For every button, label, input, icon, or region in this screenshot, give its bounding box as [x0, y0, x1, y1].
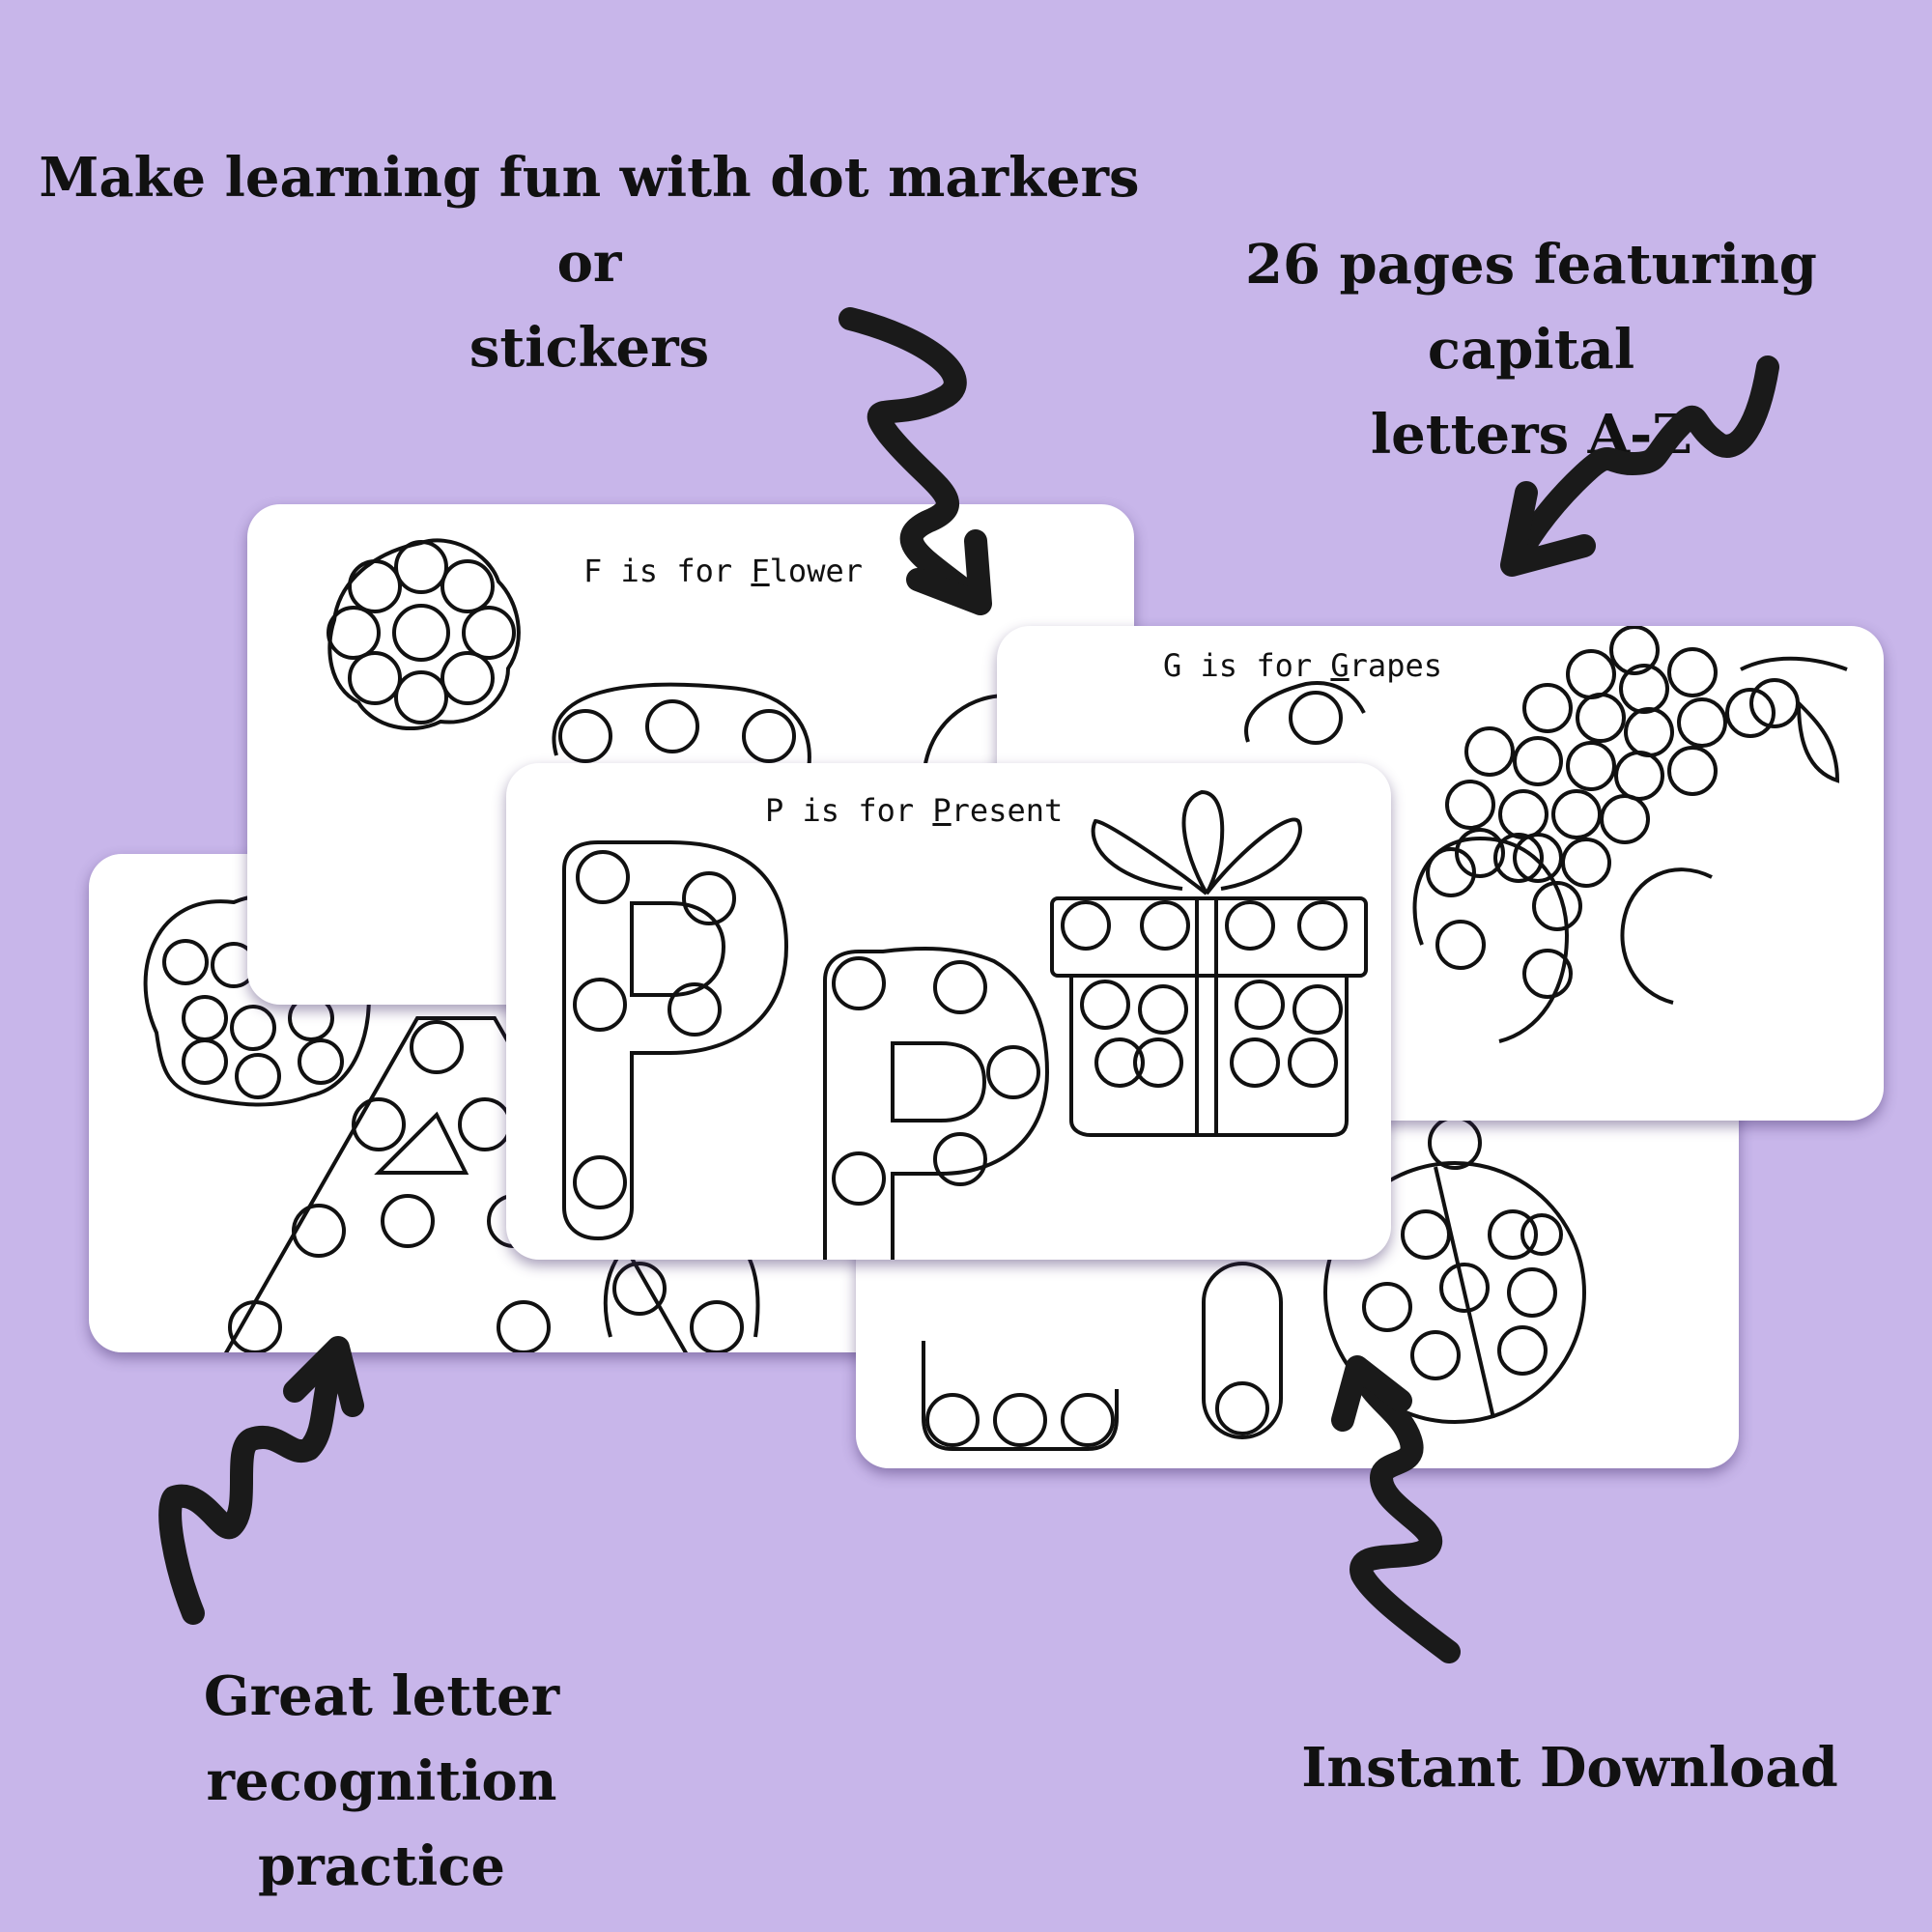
worksheet-page-present: P is for Present — [506, 763, 1391, 1260]
caption-instant-download: Instant Download — [1294, 1725, 1845, 1810]
title-initial: P — [932, 792, 952, 829]
title-rest: resent — [951, 792, 1064, 829]
title-prefix: F is for — [583, 553, 752, 589]
title-initial: G — [1330, 647, 1350, 684]
ladybug-artwork — [922, 1116, 1586, 1451]
present-artwork — [562, 789, 1368, 1260]
title-prefix: G is for — [1163, 647, 1331, 684]
page-title-grapes: G is for Grapes — [1163, 647, 1442, 684]
grapes-artwork — [1244, 626, 1848, 1043]
caption-line: recognition practice — [206, 1749, 557, 1898]
caption-dot-markers: Make learning fun with dot markers or st… — [39, 135, 1140, 390]
title-prefix: P is for — [765, 792, 933, 829]
squiggle-arrow-icon — [283, 1336, 364, 1417]
caption-line: Make learning fun with dot markers or — [39, 146, 1140, 295]
caption-26-pages: 26 pages featuring capital letters A-Z — [1159, 222, 1903, 477]
page-title-present: P is for Present — [765, 792, 1063, 829]
title-rest: rapes — [1349, 647, 1442, 684]
caption-letter-recognition: Great letter recognition practice — [77, 1654, 686, 1909]
title-initial: F — [751, 553, 770, 589]
caption-line: Instant Download — [1301, 1736, 1838, 1800]
caption-line: letters A-Z — [1370, 403, 1692, 467]
squiggle-arrow-icon — [1500, 481, 1596, 577]
caption-line: Great letter — [203, 1664, 560, 1728]
squiggle-arrow-icon — [158, 1341, 350, 1625]
caption-line: 26 pages featuring capital — [1245, 233, 1817, 382]
caption-line: stickers — [469, 316, 710, 380]
